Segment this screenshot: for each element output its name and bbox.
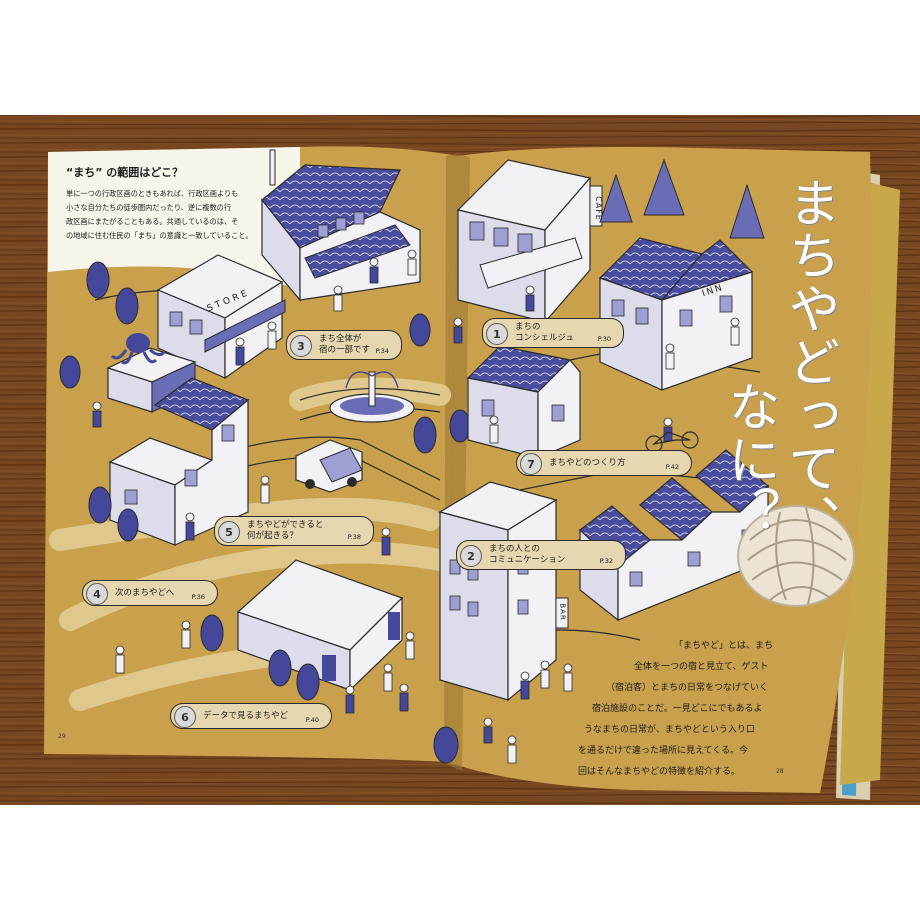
area-heading: “まち” の範囲はどこ？ bbox=[66, 166, 183, 179]
section-6-pill[interactable]: 6 データで見るまちやど P.40 bbox=[170, 703, 332, 729]
row-houses bbox=[579, 449, 769, 622]
feature-title-line1: まちやどって、 bbox=[779, 176, 839, 547]
section-page: P.32 bbox=[599, 557, 613, 565]
desc-line: （宿泊客）とまちの日常をつなげていく bbox=[606, 683, 769, 693]
section-3-pill[interactable]: 3 まち全体が宿の一部です P.34 bbox=[286, 330, 402, 360]
section-number: 3 bbox=[290, 335, 312, 357]
bar-sign: BAR bbox=[558, 603, 567, 621]
section-label: まちやどができると何が起きる？ bbox=[247, 520, 324, 541]
inn-building bbox=[598, 237, 753, 391]
feature-description: 「まちやど」とは、まち 全体を一つの宿と見立て、ゲスト （宿泊客）とまちの日常を… bbox=[578, 636, 788, 783]
section-page: P.40 bbox=[305, 716, 319, 724]
intro-line: 小さな自分たちの徒歩圏内だったり、逆に複数の行 bbox=[66, 203, 232, 212]
section-7-pill[interactable]: 7 まちやどのつくり方 P.42 bbox=[516, 450, 692, 476]
section-label: まちの人とのコミュニケーション bbox=[489, 544, 566, 565]
feature-title-line2: なに？ bbox=[719, 380, 779, 539]
section-2-pill[interactable]: 2 まちの人とのコミュニケーション P.32 bbox=[456, 540, 626, 570]
store-building bbox=[156, 254, 286, 380]
intro-line: の地域に住む住民の「まち」の意識と一致していること。 bbox=[66, 231, 253, 240]
section-label: まちのコンシェルジュ bbox=[515, 322, 574, 343]
right-page-number: 28 bbox=[776, 768, 784, 775]
house-right-mid bbox=[466, 345, 581, 459]
left-page-number: 29 bbox=[58, 733, 66, 740]
section-label: まちやどのつくり方 bbox=[549, 457, 626, 468]
intro-line: 政区画にまたがることもある。共通しているのは、そ bbox=[66, 217, 239, 226]
section-number: 6 bbox=[174, 706, 196, 728]
desc-line: うなまちの日常が、まちやどという入り口 bbox=[584, 725, 755, 735]
shop-house-top bbox=[261, 149, 421, 302]
section-page: P.42 bbox=[665, 463, 679, 471]
section-number: 5 bbox=[218, 521, 240, 543]
fountain bbox=[329, 371, 415, 423]
bicycle bbox=[645, 431, 699, 453]
desc-line: 「まちやど」とは、まち bbox=[674, 641, 774, 651]
section-number: 2 bbox=[460, 545, 482, 567]
desc-line: 宿泊施設のことだ。一見どこにでもあるよ bbox=[592, 704, 763, 714]
section-label: まち全体が宿の一部です bbox=[319, 334, 371, 355]
truck bbox=[295, 439, 363, 493]
section-page: P.34 bbox=[375, 347, 389, 355]
section-number: 1 bbox=[486, 323, 508, 345]
intro-line: 単に一つの行政区画のときもあれば、行政区画よりも bbox=[66, 189, 239, 198]
area-intro: 単に一つの行政区画のときもあれば、行政区画よりも 小さな自分たちの徒歩圏内だった… bbox=[66, 187, 288, 243]
trees-left bbox=[59, 261, 471, 764]
section-1-pill[interactable]: 1 まちのコンシェルジュ P.30 bbox=[482, 318, 624, 348]
desc-line: 回はそんなまちやどの特徴を紹介する。 bbox=[578, 767, 741, 777]
warehouse bbox=[236, 559, 404, 692]
section-number: 7 bbox=[520, 453, 542, 475]
section-number: 4 bbox=[86, 583, 108, 605]
section-label: データで見るまちやど bbox=[203, 710, 289, 721]
coral-shell bbox=[737, 505, 855, 607]
section-4-pill[interactable]: 4 次のまちやどへ P.36 bbox=[82, 580, 218, 606]
section-page: P.36 bbox=[191, 593, 205, 601]
section-5-pill[interactable]: 5 まちやどができると何が起きる？ P.38 bbox=[214, 516, 374, 546]
people bbox=[92, 249, 463, 714]
cafe-building bbox=[456, 159, 603, 324]
section-page: P.38 bbox=[347, 533, 361, 541]
section-page: P.30 bbox=[597, 335, 611, 343]
pine-trees bbox=[599, 158, 765, 239]
section-label: 次のまちやどへ bbox=[115, 587, 175, 598]
cafe-sign: CAFE bbox=[593, 196, 603, 221]
desc-line: を通るだけで違った場所に見えてくる。今 bbox=[578, 746, 749, 756]
desc-line: 全体を一つの宿と見立て、ゲスト bbox=[634, 662, 769, 672]
